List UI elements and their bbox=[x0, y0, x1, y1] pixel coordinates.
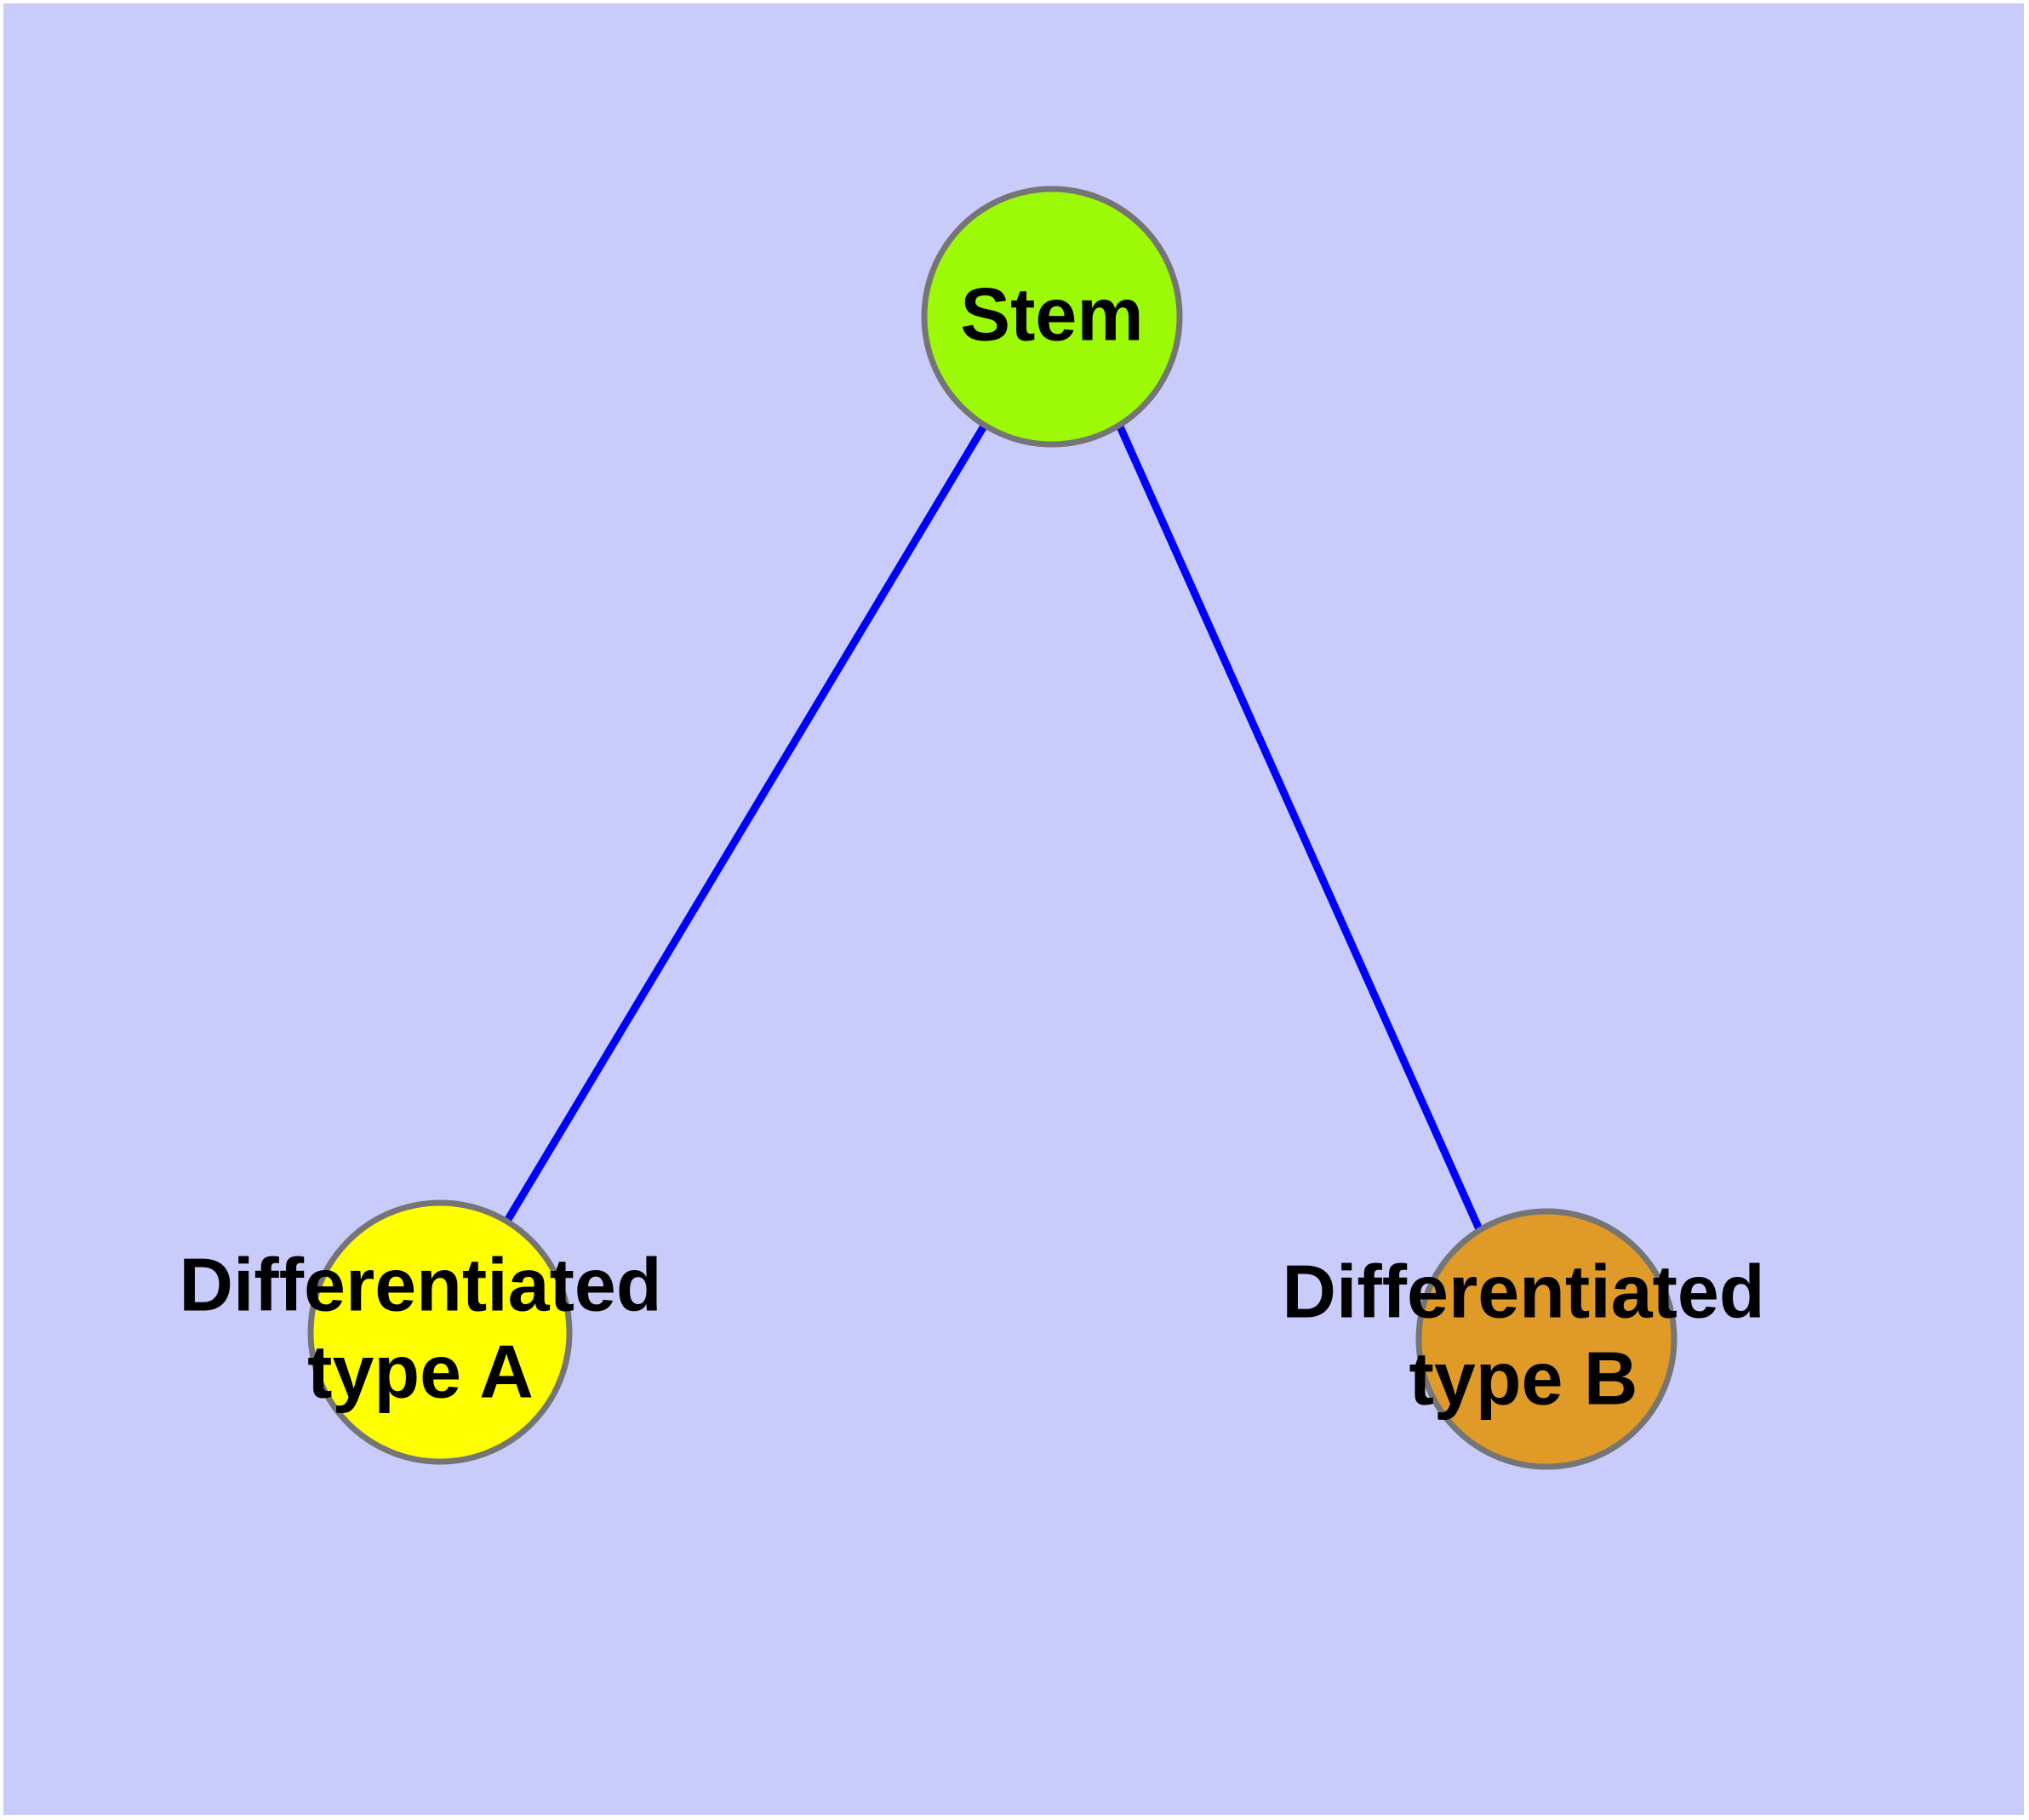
graph-svg: Stem Differentiated type A Differentiate… bbox=[179, 186, 1765, 1470]
edge-layer bbox=[504, 422, 1483, 1231]
node-differentiated-type-b[interactable] bbox=[1415, 1208, 1677, 1470]
node-label-differentiated-type-a-line2: type A bbox=[307, 1329, 534, 1413]
edge-stem-to-differentiated-b[interactable] bbox=[1115, 423, 1483, 1231]
node-layer bbox=[307, 186, 1677, 1470]
node-label-differentiated-type-b-line1: Differentiated bbox=[1282, 1249, 1764, 1333]
diagram-plot-area: Stem Differentiated type A Differentiate… bbox=[3, 3, 2024, 1815]
node-label-differentiated-type-b-line2: type B bbox=[1409, 1336, 1638, 1420]
node-label-stem: Stem bbox=[960, 272, 1143, 356]
node-stem[interactable] bbox=[921, 186, 1183, 448]
node-label-differentiated-type-a-line1: Differentiated bbox=[179, 1242, 661, 1326]
node-label-layer: Stem Differentiated type A Differentiate… bbox=[179, 272, 1764, 1420]
edge-stem-to-differentiated-a[interactable] bbox=[504, 422, 988, 1223]
node-differentiated-type-a[interactable] bbox=[307, 1199, 573, 1465]
